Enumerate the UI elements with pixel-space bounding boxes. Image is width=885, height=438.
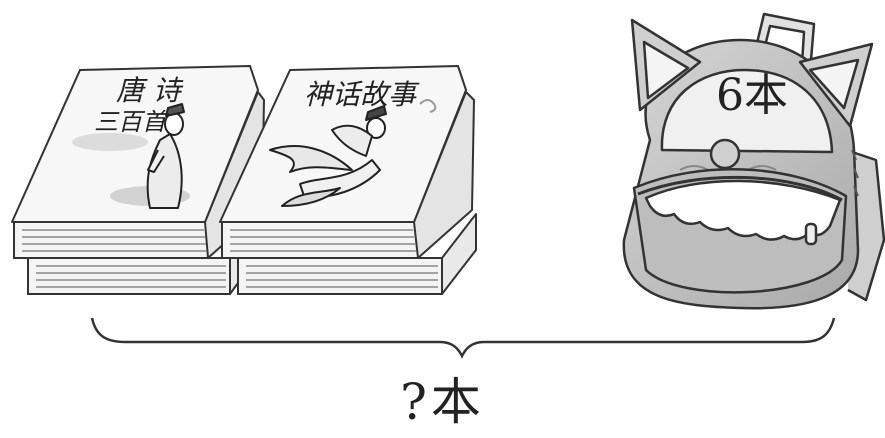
- fairy-figure: [269, 105, 387, 207]
- book-title-line2: 三百首: [94, 108, 169, 136]
- total-question-label: ?本: [400, 373, 485, 431]
- poet-figure: [146, 103, 185, 209]
- book-stack-tang-poems: 唐 诗 三百首: [11, 65, 265, 295]
- backpack: 6本: [622, 12, 885, 310]
- total-brace: [90, 317, 836, 359]
- book-title-line1: 唐 诗: [116, 74, 184, 107]
- book-title: 神话故事: [304, 78, 420, 111]
- book-stack-myth-stories: 神话故事: [219, 65, 477, 295]
- backpack-label: 6本: [716, 70, 788, 121]
- nose: [709, 138, 741, 170]
- zipper-pull: [804, 222, 818, 246]
